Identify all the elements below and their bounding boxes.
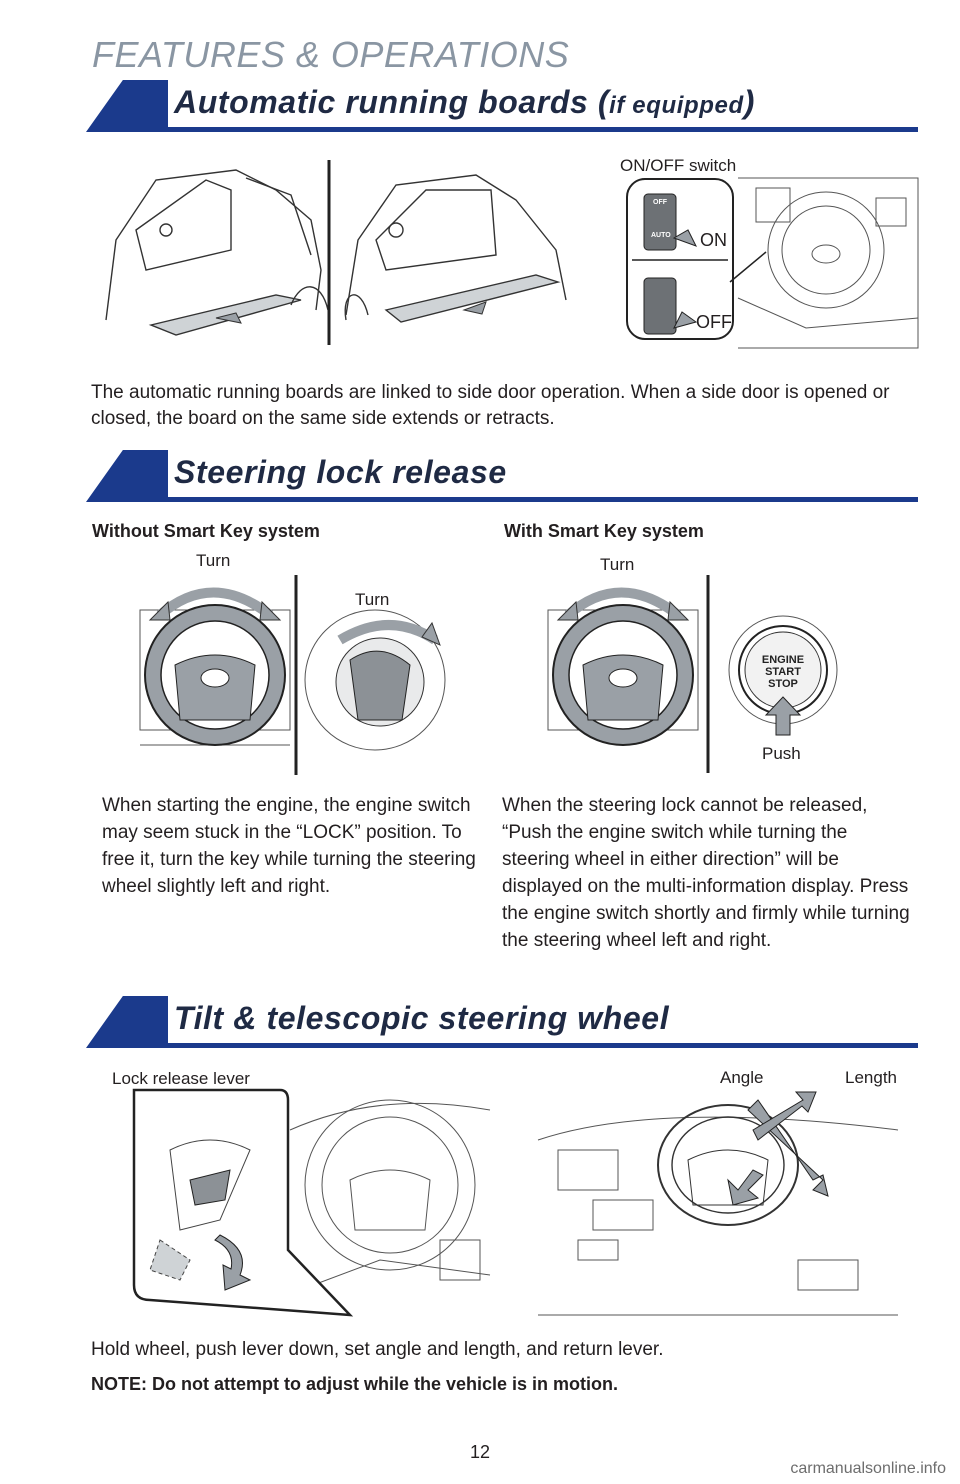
turn-wheel-label-left: Turn bbox=[196, 551, 231, 570]
tilt-lever-illustration bbox=[132, 1088, 491, 1317]
section-title-tilt: Tilt & telescopic steering wheel bbox=[174, 1000, 670, 1036]
tilt-instructions: Hold wheel, push lever down, set angle a… bbox=[91, 1339, 664, 1360]
tilt-adjust-illustration bbox=[537, 1091, 899, 1316]
section-header-running-boards: Automatic running boards (if equipped) bbox=[86, 80, 918, 132]
engine-start-stop-button: ENGINE START STOP bbox=[761, 654, 805, 690]
section-header-tilt: Tilt & telescopic steering wheel bbox=[86, 996, 918, 1048]
onoff-switch-illustration bbox=[626, 177, 919, 349]
steering-wheel-button-illustration bbox=[547, 575, 838, 773]
switch-text-off: OFF bbox=[653, 199, 667, 206]
steering-lock-left-text: When starting the engine, the engine swi… bbox=[102, 795, 476, 897]
section-marker bbox=[86, 996, 168, 1048]
angle-label: Angle bbox=[720, 1068, 764, 1087]
tilt-note: NOTE: Do not attempt to adjust while the… bbox=[91, 1374, 619, 1394]
subheading-without-smart-key: Without Smart Key system bbox=[92, 521, 320, 541]
running-board-illustration bbox=[105, 160, 567, 345]
on-label: ON bbox=[700, 230, 727, 250]
steering-wheel-key-illustration bbox=[139, 575, 446, 775]
section-marker bbox=[86, 80, 168, 132]
section-rule bbox=[146, 1043, 918, 1048]
page-header: FEATURES & OPERATIONS bbox=[92, 34, 570, 75]
section-title-steering-lock: Steering lock release bbox=[174, 454, 507, 490]
switch-text-auto: AUTO bbox=[651, 232, 671, 239]
off-label: OFF bbox=[696, 312, 732, 332]
length-label: Length bbox=[845, 1068, 897, 1087]
section-rule bbox=[146, 497, 918, 502]
section-rule bbox=[146, 127, 918, 132]
turn-wheel-label-right: Turn bbox=[600, 555, 635, 574]
section-title-running-boards: Automatic running boards (if equipped) bbox=[174, 84, 756, 120]
subheading-with-smart-key: With Smart Key system bbox=[504, 521, 704, 541]
lock-release-lever-label: Lock release lever bbox=[112, 1069, 250, 1088]
turn-key-label: Turn bbox=[355, 590, 390, 609]
push-label: Push bbox=[762, 744, 801, 763]
steering-lock-right-text: When the steering lock cannot be release… bbox=[502, 795, 910, 951]
page-number: 12 bbox=[469, 1442, 491, 1462]
section-header-steering-lock: Steering lock release bbox=[86, 450, 918, 502]
watermark: carmanualsonline.info bbox=[790, 1460, 946, 1477]
onoff-switch-label: ON/OFF switch bbox=[620, 156, 737, 175]
running-boards-description: The automatic running boards are linked … bbox=[91, 382, 890, 429]
section-marker bbox=[86, 450, 168, 502]
